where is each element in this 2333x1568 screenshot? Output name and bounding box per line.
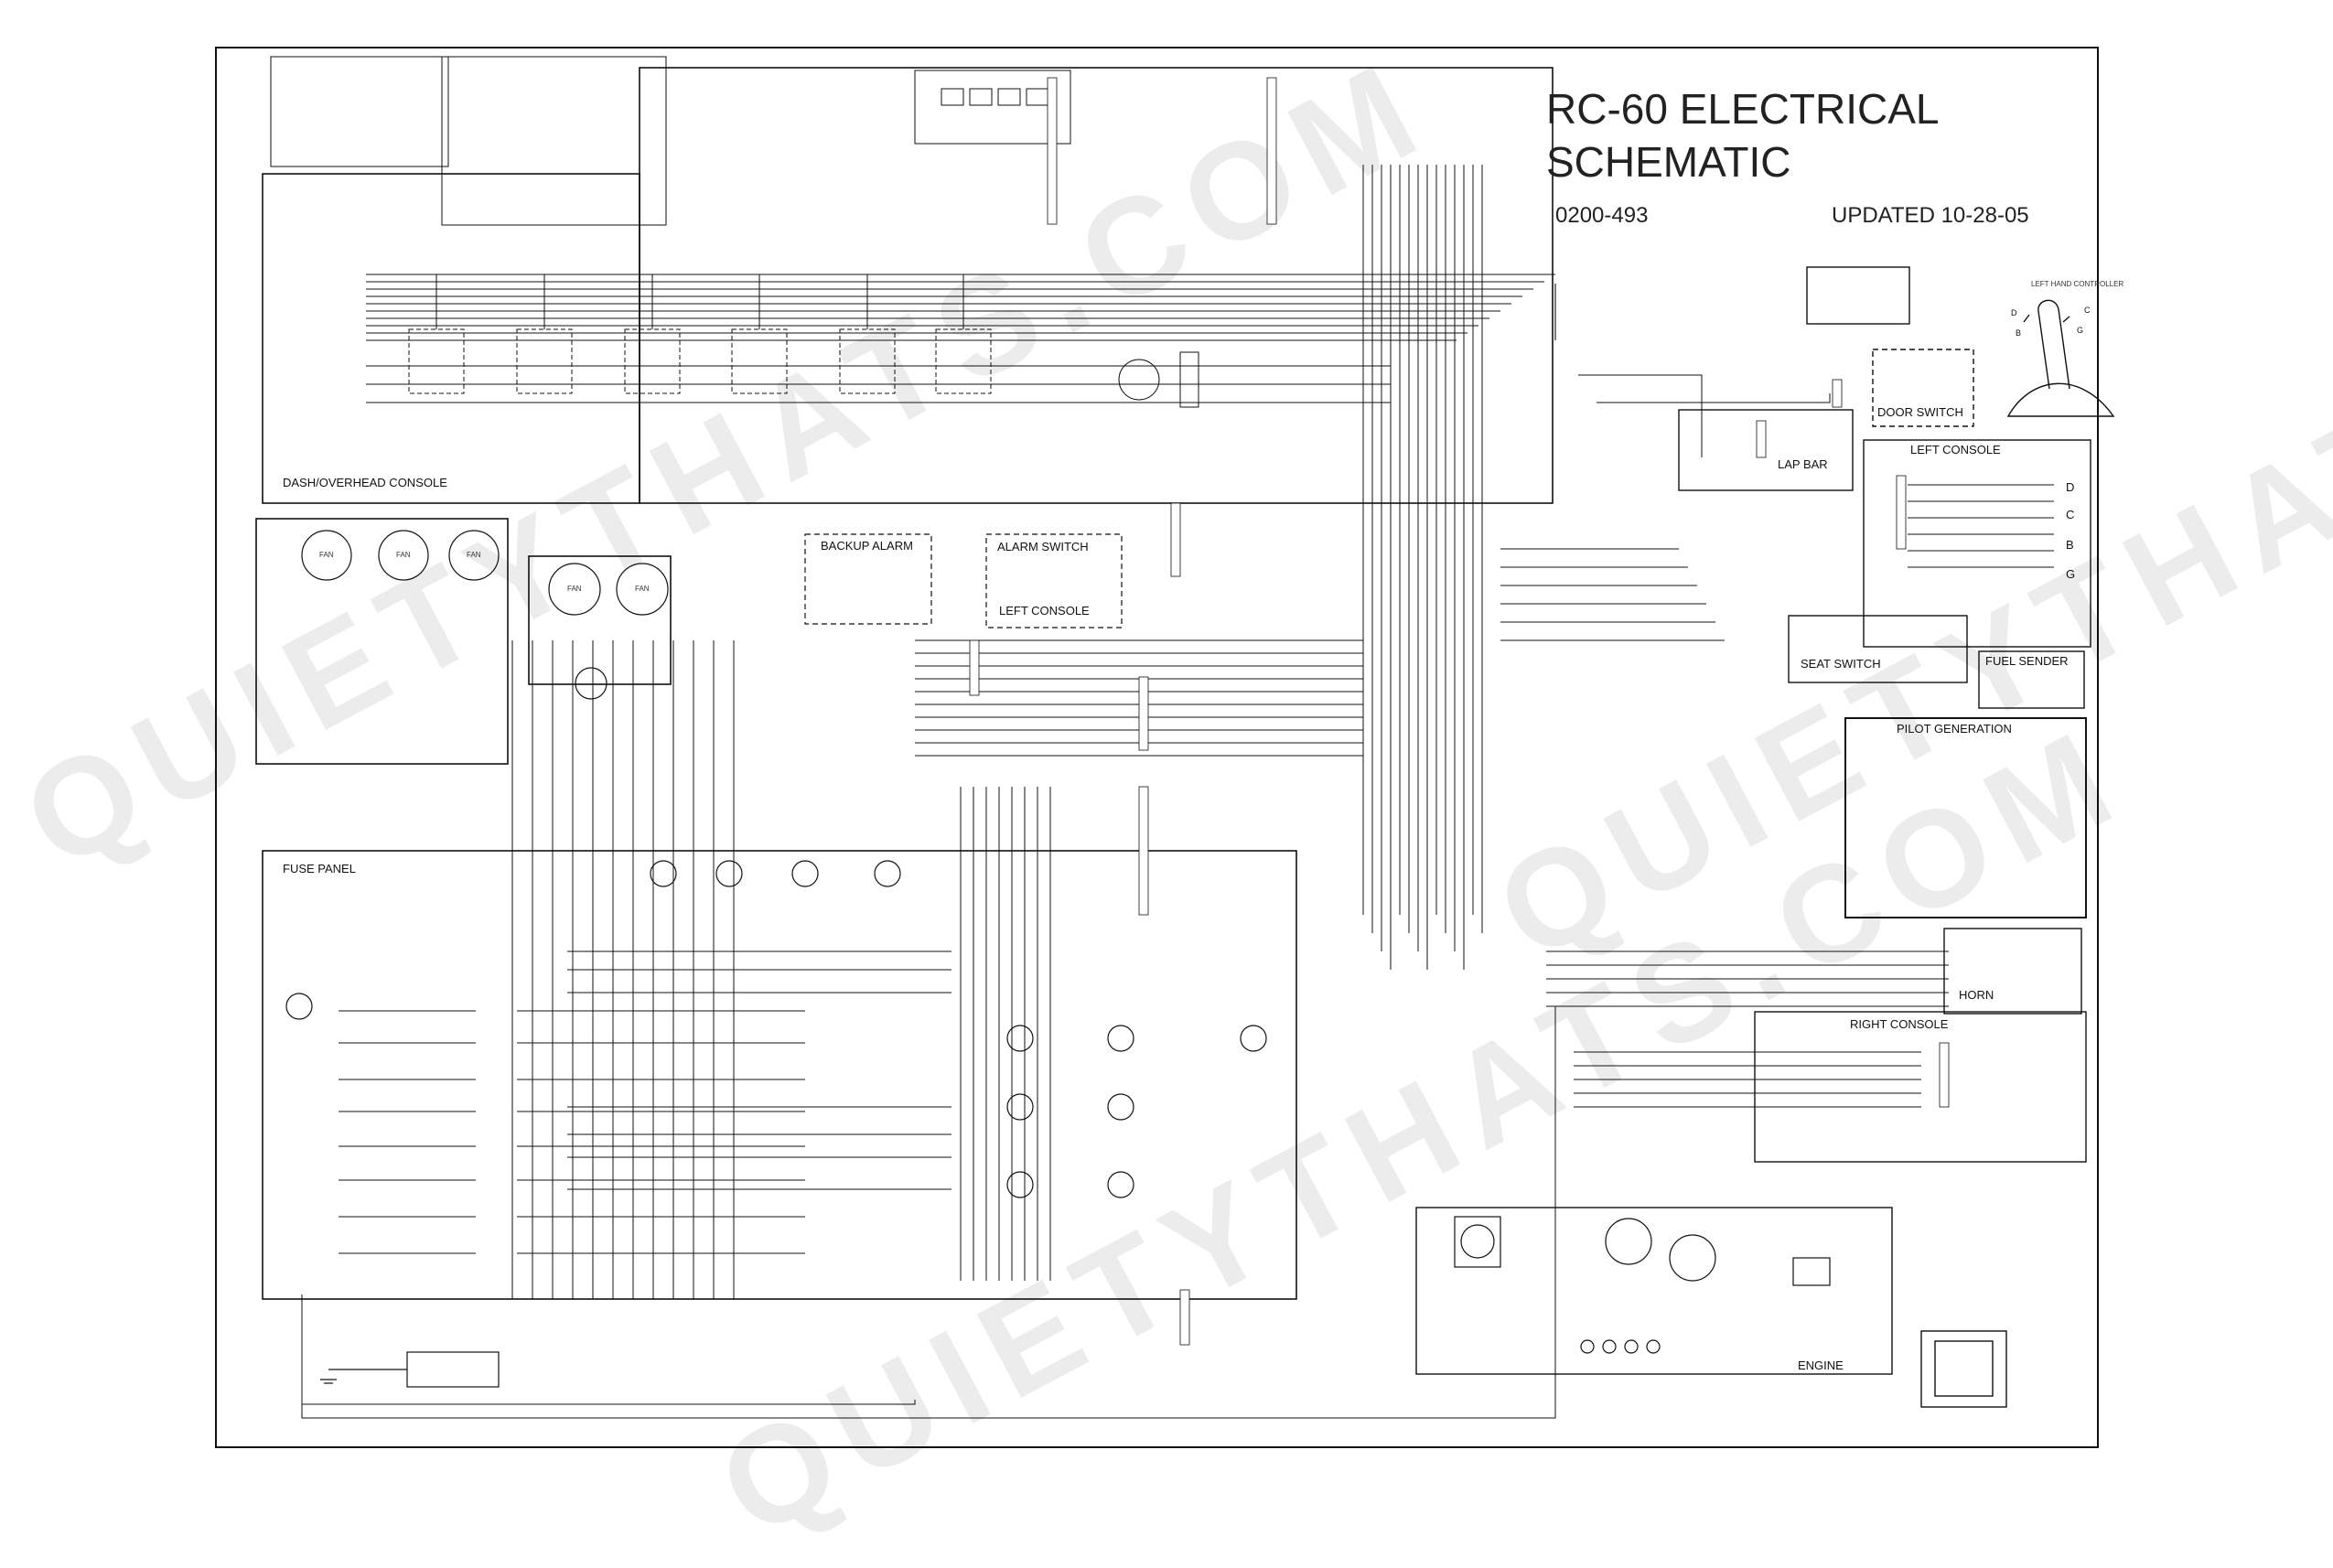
connector-block	[1179, 1289, 1190, 1346]
left-console-small-label: LEFT CONSOLE	[999, 604, 1090, 618]
alarm-switch-label: ALARM SWITCH	[997, 540, 1089, 553]
dash-module	[731, 328, 788, 394]
dash-connector-modules	[408, 274, 1199, 408]
right-console-label: RIGHT CONSOLE	[1850, 1017, 1949, 1031]
wire-trunk	[915, 165, 1483, 970]
connector-block	[969, 639, 980, 696]
fuse-panel-label: FUSE PANEL	[283, 862, 356, 875]
dash-overhead-console	[262, 56, 1554, 504]
fan-label-4: FAN	[567, 585, 582, 593]
connector-blocks	[969, 77, 1950, 1346]
fan-label-1: FAN	[319, 551, 334, 559]
dash-wire-bundle	[366, 274, 1556, 403]
controller-label: LEFT HAND CONTROLLER	[2031, 280, 2123, 288]
updated-date: UPDATED 10-28-05	[1832, 203, 2029, 228]
left-console-letter-d: D	[2066, 480, 2074, 494]
relay	[715, 860, 743, 887]
relay	[791, 860, 819, 887]
backup-alarm	[804, 533, 1123, 628]
left-console-letter-g: G	[2066, 567, 2075, 581]
connector-block	[1138, 676, 1149, 751]
controller-letter-b: B	[2016, 328, 2021, 338]
left-console-letter-c: C	[2066, 508, 2074, 521]
relay	[1107, 1093, 1134, 1121]
dash-module	[624, 328, 681, 394]
dash-motor	[1118, 359, 1160, 401]
pilot-generation-label: PILOT GENERATION	[1897, 722, 2012, 736]
door-feed	[1597, 393, 1831, 403]
connector-block	[1047, 77, 1058, 225]
backup-alarm-label: BACKUP ALARM	[821, 539, 913, 553]
fan-label-3: FAN	[467, 551, 481, 559]
connector-block	[1939, 1042, 1950, 1108]
engine-parts	[1454, 1216, 1831, 1354]
part-number: 0200-493	[1555, 203, 1649, 228]
schematic-title-line1: RC-60 ELECTRICAL	[1546, 85, 1940, 133]
dash-overhead-label: DASH/OVERHEAD CONSOLE	[283, 476, 447, 489]
connector-block	[1896, 475, 1907, 550]
relay	[1006, 1093, 1034, 1121]
lap-bar-label: LAP BAR	[1778, 457, 1828, 471]
dash-module	[839, 328, 896, 394]
connector-block	[1756, 420, 1767, 458]
door-switch-label: DOOR SWITCH	[1877, 405, 1963, 419]
dash-module	[408, 328, 465, 394]
relay	[874, 860, 901, 887]
battery	[320, 1351, 500, 1388]
sheet-border	[215, 47, 2099, 1448]
left-console-letter-b: B	[2066, 538, 2074, 552]
fuse-panel	[262, 850, 1297, 1300]
fan-label-2: FAN	[396, 551, 411, 559]
dash-module	[516, 328, 573, 394]
horn-label: HORN	[1959, 988, 1994, 1002]
connector-block	[1170, 502, 1181, 577]
relay	[285, 993, 313, 1020]
ground-return	[301, 1006, 1556, 1419]
battery-lead	[302, 1400, 916, 1405]
right-wire-runs	[1500, 374, 2054, 1108]
left-console-label: LEFT CONSOLE	[1910, 443, 2001, 456]
relay	[1107, 1025, 1134, 1052]
fuel-sender-label: FUEL SENDER	[1985, 654, 2069, 668]
relay	[1006, 1171, 1034, 1198]
controller-letter-d: D	[2011, 308, 2017, 317]
engine-label: ENGINE	[1798, 1359, 1844, 1372]
schematic-title-line2: SCHEMATIC	[1546, 138, 1791, 186]
fan-label-5: FAN	[635, 585, 650, 593]
left-hand-controller	[2006, 299, 2115, 417]
dash-module	[935, 328, 992, 394]
controller-letter-c: C	[2084, 306, 2091, 315]
schematic-sheet: DASH/OVERHEAD CONSOLE FUSE PANEL BACKUP …	[215, 47, 2123, 1448]
controller-letter-g: G	[2077, 326, 2083, 335]
relay	[1107, 1171, 1134, 1198]
connector-block	[1138, 786, 1149, 916]
relay	[1006, 1025, 1034, 1052]
ac-unit	[255, 518, 672, 765]
connector-block	[1266, 77, 1277, 225]
seat-switch-label: SEAT SWITCH	[1801, 657, 1881, 671]
connector-block	[1832, 379, 1843, 408]
relay-circles	[285, 860, 1267, 1198]
right-side-components	[1415, 266, 2091, 1408]
fuse-wire-bundle	[301, 640, 1556, 1419]
dash-connector	[1179, 351, 1199, 408]
relay	[1240, 1025, 1267, 1052]
relay	[650, 860, 677, 887]
lap-bar-feed	[1578, 374, 1703, 457]
